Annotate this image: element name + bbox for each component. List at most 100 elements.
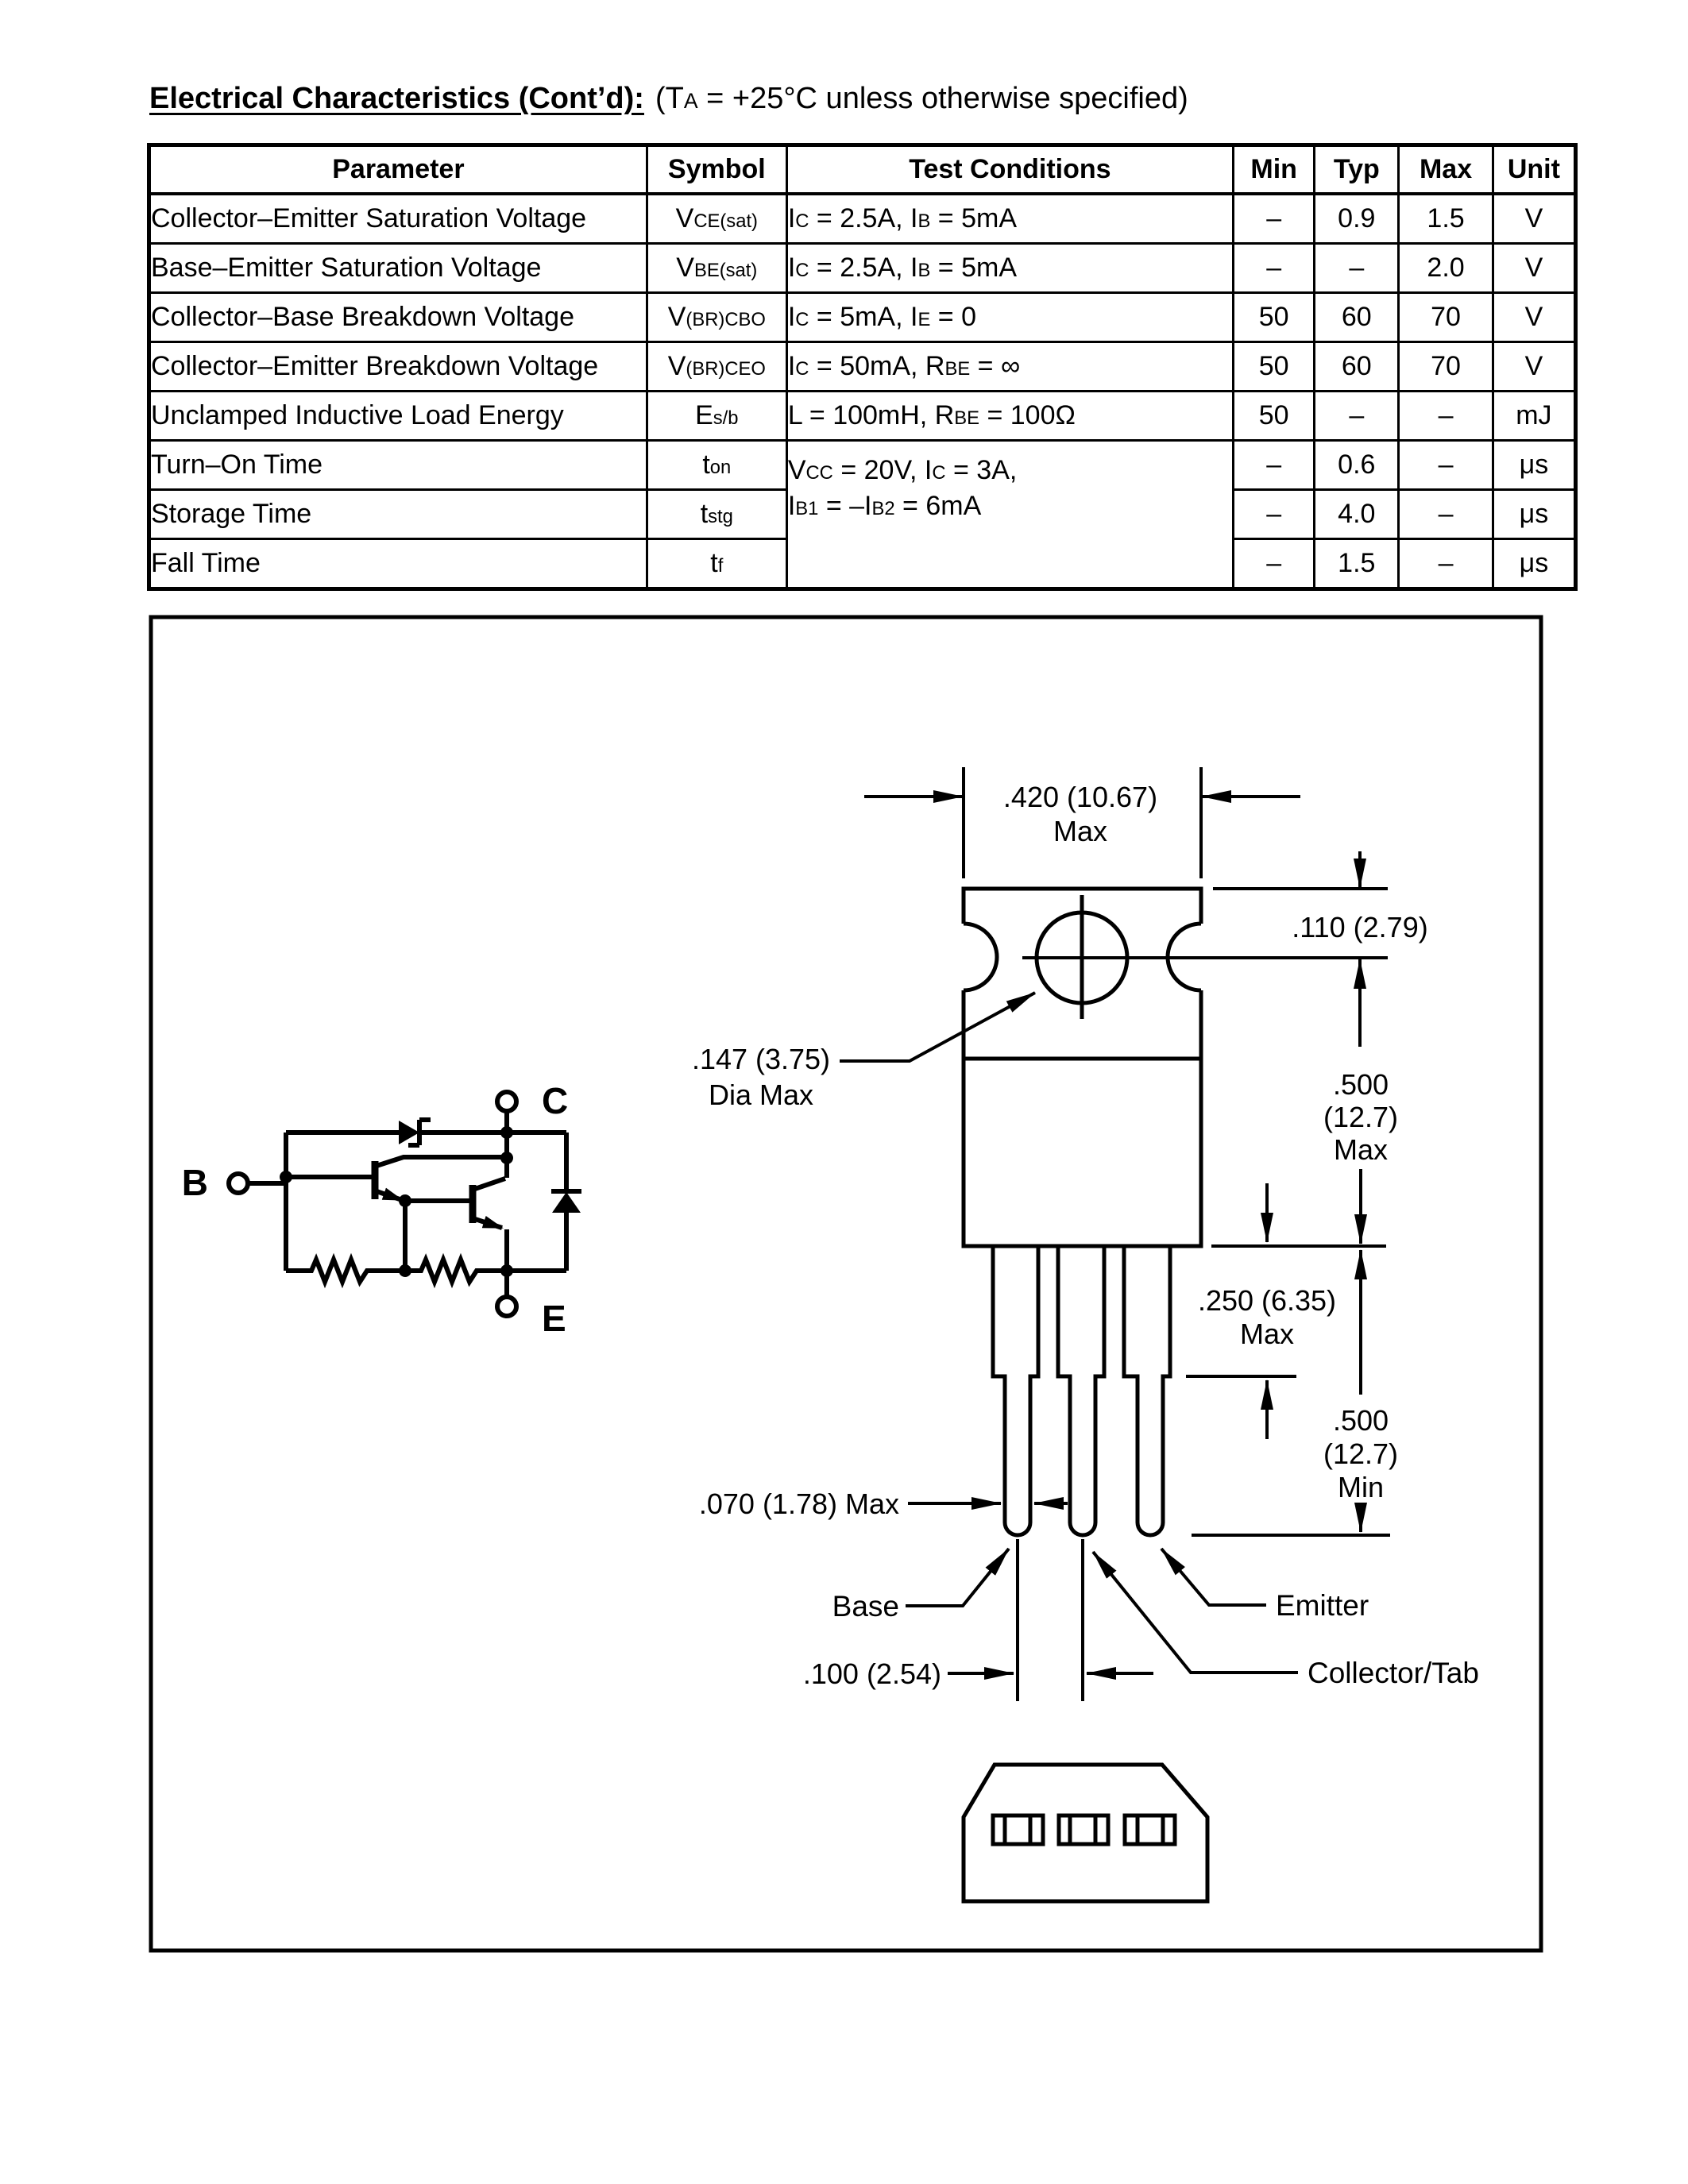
- typ-cell: 60: [1313, 341, 1400, 392]
- package-front-view: [961, 886, 1203, 1701]
- parameter-cell: Collector–Emitter Breakdown Voltage: [148, 341, 648, 392]
- emitter-terminal: [495, 1295, 519, 1318]
- max-cell: 2.0: [1397, 242, 1494, 294]
- package-bottom-view: [961, 1762, 1210, 1904]
- dimension-lines: [840, 767, 1390, 1680]
- bottom-view-outline: [961, 1762, 1210, 1904]
- max-cell: 70: [1397, 341, 1494, 392]
- transistor-q1-icon: [286, 1155, 505, 1202]
- figure-border: [149, 615, 1543, 1953]
- dim-070: .070 (1.78) Max: [699, 1488, 899, 1520]
- lead-collector: [1056, 1246, 1107, 1538]
- dim-420-line2: Max: [1053, 815, 1107, 847]
- symbol-cell: VCE(sat): [645, 192, 788, 245]
- min-cell: –: [1231, 538, 1316, 590]
- max-cell: –: [1397, 390, 1494, 442]
- page-title-condition: (TA = +25°C unless otherwise specified): [655, 82, 1188, 115]
- dim-147-line2: Dia Max: [709, 1078, 813, 1111]
- unit-cell: V: [1491, 242, 1578, 294]
- unit-cell: V: [1491, 291, 1578, 343]
- symbol-cell: V(BR)CBO: [645, 291, 788, 343]
- page-title-heading: Electrical Characteristics (Cont’d):: [149, 82, 644, 115]
- dim-250-line2: Max: [1240, 1318, 1294, 1350]
- dim-147-line1: .147 (3.75): [692, 1043, 830, 1075]
- typ-cell: –: [1313, 242, 1400, 294]
- symbol-cell: tf: [645, 538, 788, 590]
- typ-cell: 4.0: [1313, 488, 1400, 540]
- symbol-cell: VBE(sat): [645, 242, 788, 294]
- conditions-cell: IC = 2.5A, IB = 5mA: [785, 242, 1234, 294]
- collector-terminal: [495, 1090, 519, 1113]
- transistor-q2-icon: [405, 1176, 509, 1271]
- typ-cell: 60: [1313, 291, 1400, 343]
- parameter-cell: Collector–Emitter Saturation Voltage: [148, 192, 648, 245]
- schematic-emitter-label: E: [542, 1298, 566, 1339]
- min-cell: 50: [1231, 341, 1316, 392]
- typ-cell: 1.5: [1313, 538, 1400, 590]
- column-header: Min: [1231, 144, 1316, 195]
- internal-schematic: [226, 1090, 581, 1318]
- left-notch: [963, 921, 999, 993]
- collector-leader: [1091, 1550, 1298, 1674]
- base-emitter-resistors: [286, 1252, 566, 1289]
- symbol-cell: Es/b: [645, 390, 788, 442]
- max-cell: 70: [1397, 291, 1494, 343]
- column-header: Typ: [1313, 144, 1400, 195]
- min-cell: 50: [1231, 291, 1316, 343]
- emitter-leader: [1160, 1547, 1266, 1607]
- unit-cell: μs: [1491, 538, 1578, 590]
- zener-diode-icon: [399, 1117, 431, 1148]
- dim-110: .110 (2.79): [1292, 911, 1427, 943]
- conditions-cell: IC = 5mA, IE = 0: [785, 291, 1234, 343]
- base-rail: [248, 1133, 288, 1271]
- conditions-cell: VCC = 20V, IC = 3A,IB1 = –IB2 = 6mA: [785, 439, 1234, 590]
- hole-dia-leader: [840, 991, 1036, 1063]
- dim-500max-line1: .500: [1333, 1068, 1389, 1101]
- dim-100: .100 (2.54): [803, 1657, 941, 1690]
- schematic-base-label: B: [182, 1162, 208, 1203]
- unit-cell: V: [1491, 192, 1578, 245]
- max-cell: –: [1397, 439, 1494, 491]
- pin-base-label: Base: [832, 1590, 899, 1623]
- typ-cell: –: [1313, 390, 1400, 442]
- base-terminal: [226, 1171, 250, 1195]
- min-cell: 50: [1231, 390, 1316, 442]
- page-title: Electrical Characteristics (Cont’d): (TA …: [149, 82, 1188, 116]
- dim-420-line1: .420 (10.67): [1003, 781, 1157, 813]
- typ-cell: 0.9: [1313, 192, 1400, 245]
- lead-centerlines: [1016, 1539, 1084, 1701]
- conditions-cell: IC = 2.5A, IB = 5mA: [785, 192, 1234, 245]
- max-cell: –: [1397, 538, 1494, 590]
- package-body: [961, 886, 1203, 1248]
- parameter-cell: Fall Time: [148, 538, 648, 590]
- dim-500max-line2: (12.7): [1323, 1101, 1398, 1133]
- min-cell: –: [1231, 439, 1316, 491]
- symbol-cell: ton: [645, 439, 788, 491]
- column-header: Unit: [1491, 144, 1578, 195]
- min-cell: –: [1231, 488, 1316, 540]
- column-header: Test Conditions: [785, 144, 1234, 195]
- unit-cell: μs: [1491, 439, 1578, 491]
- base-leader: [906, 1547, 1010, 1607]
- dim-250-line1: .250 (6.35): [1198, 1284, 1336, 1317]
- unit-cell: V: [1491, 341, 1578, 392]
- max-cell: –: [1397, 488, 1494, 540]
- conditions-cell: L = 100mH, RBE = 100Ω: [785, 390, 1234, 442]
- parameter-cell: Unclamped Inductive Load Energy: [148, 390, 648, 442]
- parameter-cell: Turn–On Time: [148, 439, 648, 491]
- pin-collector-label: Collector/Tab: [1308, 1657, 1479, 1689]
- dimension-labels: .420 (10.67) Max .110 (2.79) .147 (3.75)…: [692, 781, 1479, 1690]
- conditions-cell: IC = 50mA, RBE = ∞: [785, 341, 1234, 392]
- dim-500min-line3: Min: [1338, 1471, 1384, 1503]
- min-cell: –: [1231, 242, 1316, 294]
- min-cell: –: [1231, 192, 1316, 245]
